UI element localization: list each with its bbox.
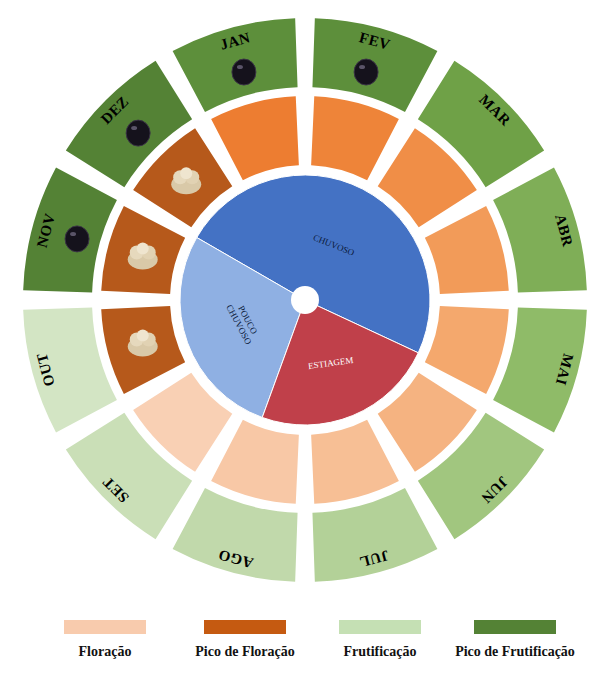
legend-item: Frutificação: [320, 620, 440, 659]
flowering-segment: [101, 306, 185, 394]
flower-icon: [180, 167, 192, 179]
legend-item: Floração: [45, 620, 165, 659]
fruit-icon: [126, 120, 150, 146]
flowering-segment: [211, 420, 299, 504]
fruit-highlight: [131, 126, 137, 130]
fruit-icon: [65, 226, 89, 252]
legend-label: Frutificação: [320, 644, 440, 659]
legend-swatch: [339, 620, 421, 634]
legend-label: Floração: [45, 644, 165, 659]
legend-swatch: [204, 620, 286, 634]
season-sector: [262, 300, 418, 425]
flowering-segment: [311, 96, 399, 180]
legend-swatch: [64, 620, 146, 634]
legend-swatch: [474, 620, 556, 634]
fruit-highlight: [237, 65, 243, 69]
flowering-segment: [211, 96, 299, 180]
fruit-highlight: [359, 65, 365, 69]
fruit-highlight: [70, 232, 76, 236]
legend-label: Pico de Floração: [185, 644, 305, 659]
flowering-segment: [425, 306, 509, 394]
legend-label: Pico de Frutificação: [455, 644, 575, 659]
legend-item: Pico de Floração: [185, 620, 305, 659]
flowering-segment: [311, 420, 399, 504]
legend-item: Pico de Frutificação: [455, 620, 575, 659]
flowering-segment: [101, 206, 185, 294]
flowering-segment: [425, 206, 509, 294]
fruit-icon: [232, 59, 256, 85]
fruit-icon: [354, 59, 378, 85]
flower-icon: [137, 243, 149, 255]
center-hole: [291, 286, 319, 314]
flower-icon: [137, 329, 149, 341]
